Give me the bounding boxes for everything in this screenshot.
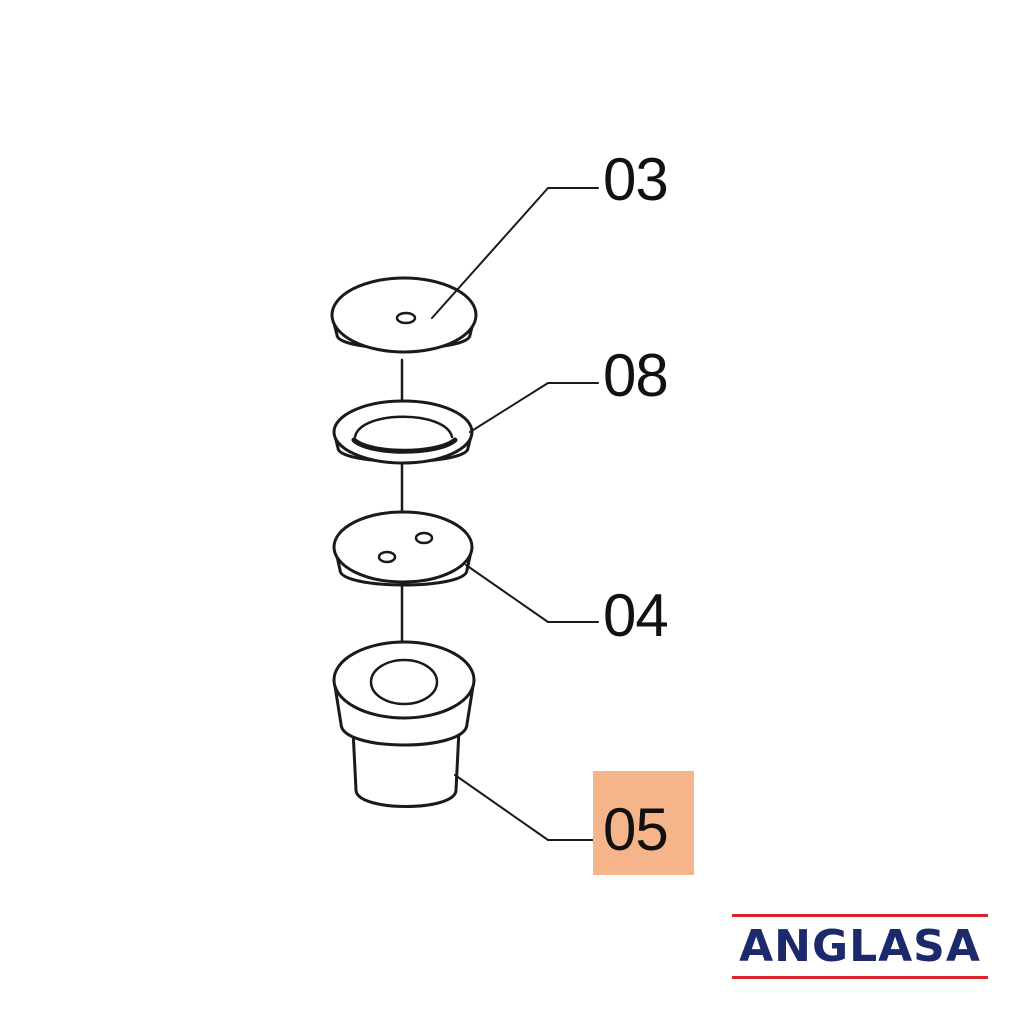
leader-line-05: [454, 774, 599, 841]
part-05-highlight: [593, 771, 694, 875]
leader-line-04: [465, 564, 599, 623]
logo-top-rule: [732, 914, 988, 917]
part-05-bushing: [332, 640, 476, 808]
part-label-08[interactable]: 08: [603, 342, 669, 409]
part-label-05[interactable]: 05: [603, 796, 669, 863]
part-03-disc: [330, 276, 478, 354]
logo-bottom-rule: [732, 976, 988, 979]
logo-wordmark: ANGLASA: [739, 921, 981, 972]
part-04-disc: [332, 510, 474, 587]
part-label-03[interactable]: 03: [603, 146, 669, 213]
leader-line-08: [469, 382, 599, 433]
leader-line-03: [431, 187, 599, 319]
part-08-ring: [332, 399, 474, 465]
part-label-04[interactable]: 04: [603, 582, 669, 649]
anglasa-logo: ANGLASA: [732, 914, 988, 980]
